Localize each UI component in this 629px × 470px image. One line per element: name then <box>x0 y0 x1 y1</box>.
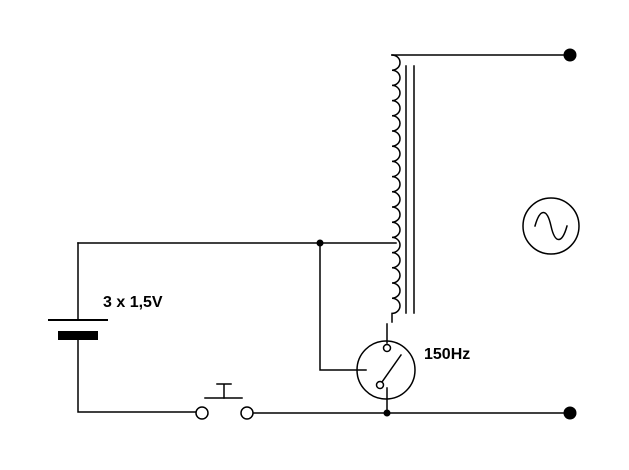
junction-dots <box>316 239 391 417</box>
output-terminal-bottom[interactable] <box>563 406 577 420</box>
output-terminal-top[interactable] <box>563 48 577 62</box>
sine-wave-icon <box>522 197 580 255</box>
battery-label: 3 x 1,5V <box>103 294 163 311</box>
transformer-coil-icon <box>391 54 401 323</box>
push-button-switch-icon[interactable] <box>195 383 254 420</box>
wires-output <box>252 54 571 414</box>
transformer-core-icon <box>405 65 415 314</box>
wires-left-loop <box>77 242 397 413</box>
vibrating-interrupter-icon <box>356 340 416 414</box>
battery-icon <box>48 319 108 340</box>
frequency-label: 150Hz <box>424 346 471 363</box>
